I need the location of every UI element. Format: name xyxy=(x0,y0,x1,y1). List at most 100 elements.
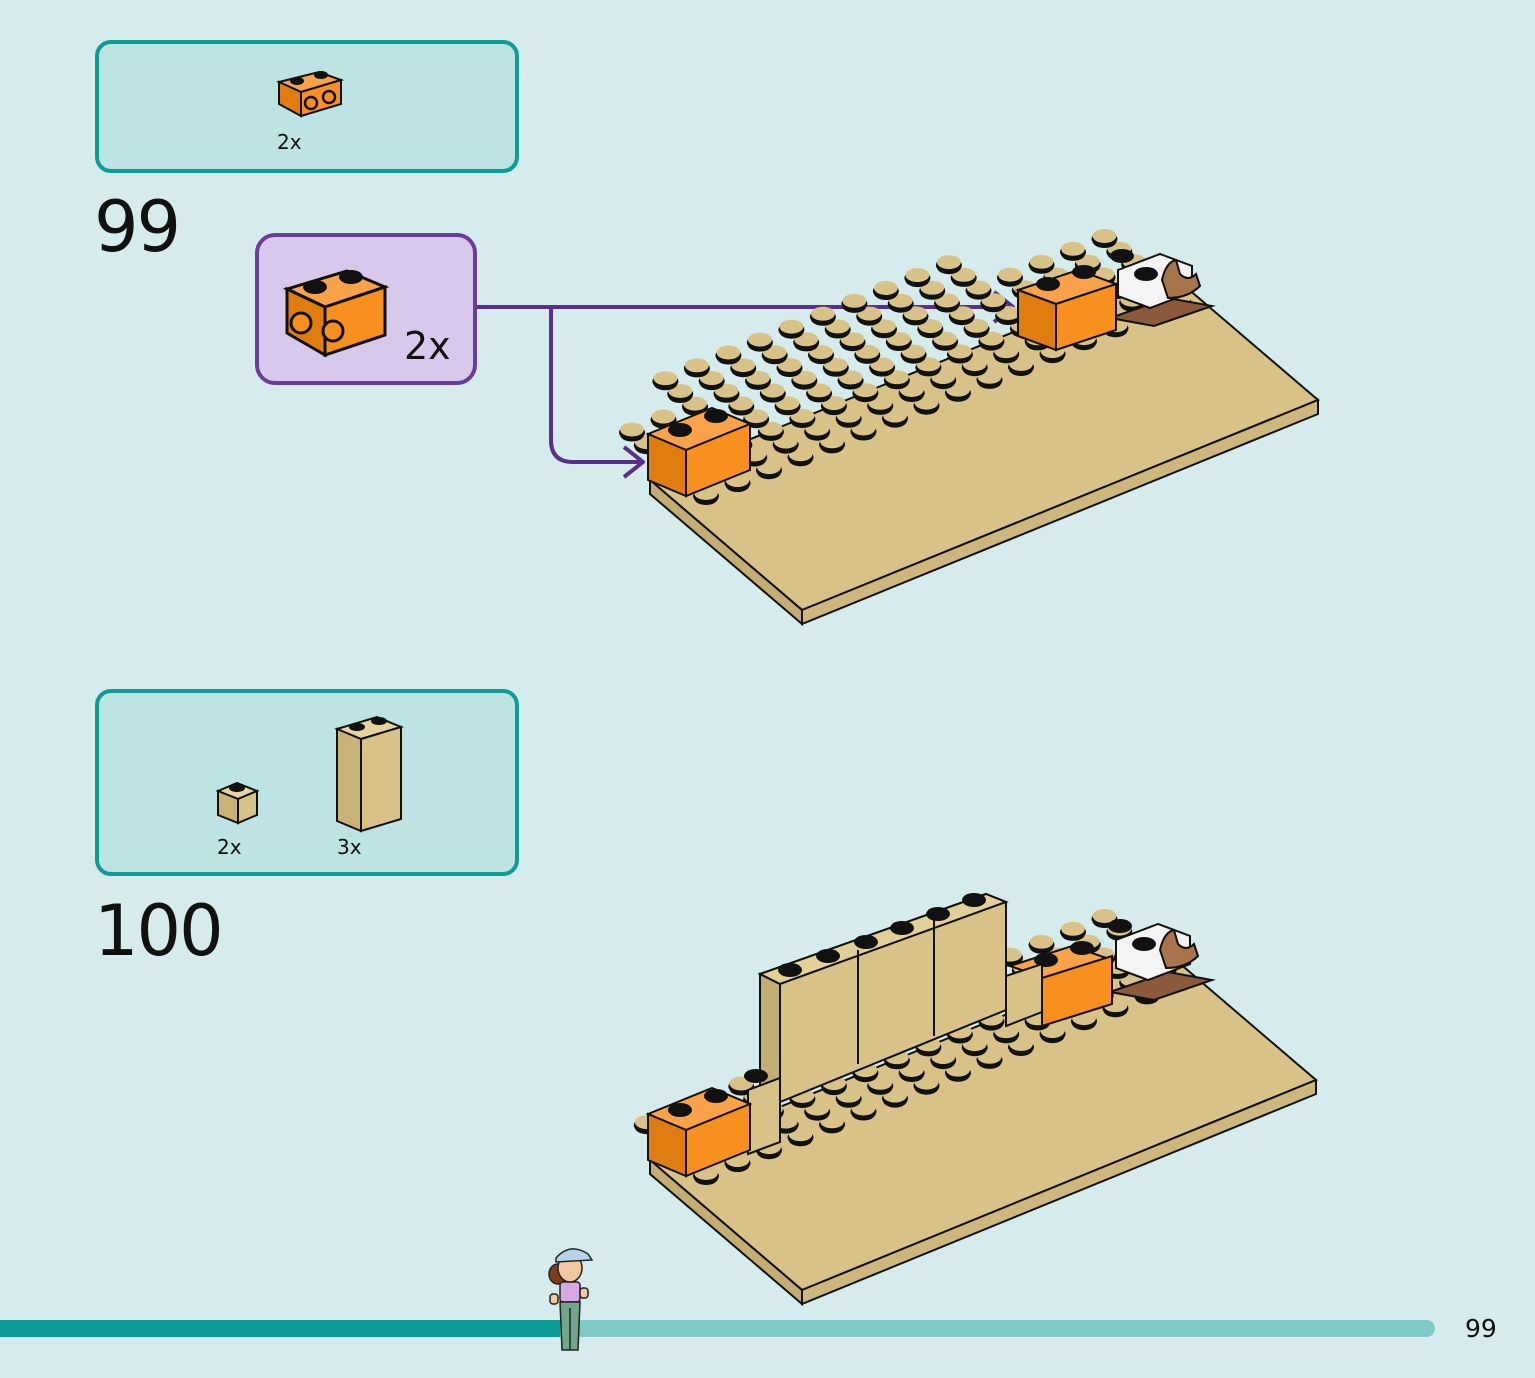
stud-side xyxy=(936,262,961,275)
stud-side xyxy=(805,1108,830,1121)
stud-side xyxy=(935,300,959,313)
stud-side xyxy=(820,441,844,454)
stud-side xyxy=(899,390,924,402)
stud-side xyxy=(966,287,991,300)
stud-side xyxy=(805,428,830,441)
orange-brick-side-studs-icon xyxy=(282,269,390,358)
step-number-99: 99 xyxy=(94,186,181,268)
stud-side xyxy=(760,390,785,403)
stud-side xyxy=(1135,992,1159,1005)
tan-brick-1x1-icon xyxy=(215,781,260,825)
stud-top xyxy=(1061,921,1085,936)
stud-side xyxy=(699,378,724,391)
stud-side xyxy=(836,1095,861,1108)
stud-side xyxy=(857,313,882,326)
stud-side xyxy=(821,403,846,416)
stud-side xyxy=(962,364,987,377)
stud-top xyxy=(1029,934,1054,949)
stud-side xyxy=(823,364,848,377)
stud-side xyxy=(790,416,815,428)
stud-side xyxy=(977,376,1002,389)
stud-side xyxy=(1025,338,1050,351)
stud-side xyxy=(884,377,909,390)
stud-side xyxy=(947,351,972,364)
stud-side xyxy=(914,1082,939,1095)
stud-side xyxy=(773,441,798,454)
stud-side xyxy=(916,1044,941,1057)
stud-side xyxy=(821,1083,846,1096)
stud-side xyxy=(762,352,787,365)
stud-top xyxy=(1029,254,1054,269)
callout-qty: 2x xyxy=(404,324,451,368)
stud-side xyxy=(918,326,943,339)
stud-top xyxy=(716,345,741,360)
stud-side xyxy=(931,1057,956,1070)
stud-top xyxy=(998,267,1022,282)
stud-side xyxy=(888,300,913,313)
stud-side xyxy=(757,467,781,480)
stud-side xyxy=(1009,1044,1033,1056)
stud-side xyxy=(775,403,800,416)
stud-side xyxy=(853,390,878,403)
stud-side xyxy=(851,428,876,441)
stud-side xyxy=(1061,928,1085,941)
stud-side xyxy=(916,364,941,377)
stud-side xyxy=(788,1134,813,1147)
stud-side xyxy=(1025,1018,1050,1031)
model-step-100 xyxy=(633,892,1318,1307)
stud-side xyxy=(899,1070,924,1082)
stud-side xyxy=(820,1121,844,1134)
stud-side xyxy=(684,365,709,378)
stud-top xyxy=(1061,241,1085,256)
stud-side xyxy=(946,1069,970,1082)
progress-bar xyxy=(0,1320,1435,1337)
stud-side xyxy=(694,493,718,505)
stud-side xyxy=(873,288,898,300)
stud-side xyxy=(757,1147,781,1160)
stud-side xyxy=(931,377,956,390)
stud-side xyxy=(725,1160,750,1173)
stud-side xyxy=(977,1056,1002,1069)
stud-side xyxy=(725,480,750,493)
progress-fill xyxy=(0,1320,560,1337)
stud-side xyxy=(1061,248,1085,261)
stud-side xyxy=(779,326,804,339)
stud-side xyxy=(694,1173,718,1185)
stud-side xyxy=(920,287,945,300)
stud-side xyxy=(947,1031,972,1044)
stud-side xyxy=(883,415,907,428)
stud-side xyxy=(979,338,1004,351)
stud-side xyxy=(810,313,835,326)
stud-side xyxy=(1009,364,1033,376)
stud-top xyxy=(684,358,709,373)
stud-side xyxy=(853,1070,878,1083)
stud-side xyxy=(946,389,970,402)
stud-side xyxy=(996,313,1021,325)
stud-side xyxy=(1029,941,1054,954)
stud-side xyxy=(1103,1005,1128,1018)
part-qty: 2x xyxy=(277,130,302,154)
stud-side xyxy=(809,352,833,365)
stud-top xyxy=(747,332,772,347)
stud-side xyxy=(933,338,958,351)
stud-top xyxy=(873,281,898,295)
stud-side xyxy=(1103,325,1128,338)
minifigure-icon xyxy=(548,1248,594,1351)
stud-side xyxy=(807,390,832,403)
stud-top xyxy=(905,268,930,283)
stud-side xyxy=(716,352,741,365)
stud-side xyxy=(653,378,678,391)
parts-box-step-100: 2x 3x xyxy=(95,689,519,876)
stud-top xyxy=(1092,229,1117,243)
orange-brick-side-studs-icon xyxy=(275,70,345,118)
stud-side xyxy=(870,364,895,377)
stud-side xyxy=(998,274,1022,287)
stud-side xyxy=(851,1108,876,1121)
stud-side xyxy=(964,325,989,338)
stud-side xyxy=(731,365,756,378)
stud-side xyxy=(884,1057,909,1070)
stud-side xyxy=(1040,351,1065,364)
step-number-100: 100 xyxy=(94,890,224,972)
stud-side xyxy=(838,377,863,390)
stud-side xyxy=(729,403,754,416)
